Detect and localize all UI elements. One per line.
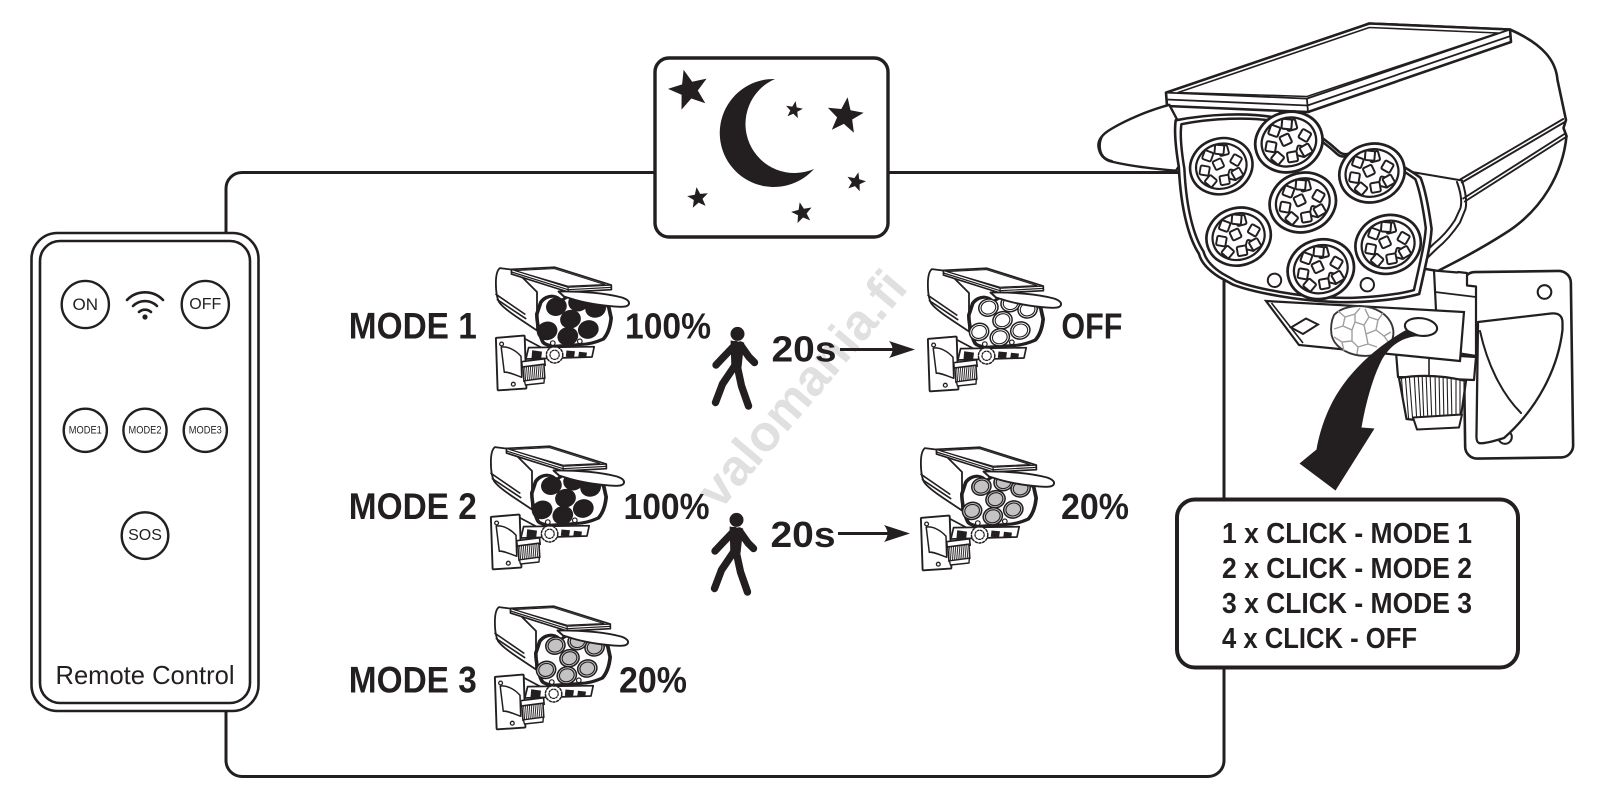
svg-text:MODE 3: MODE 3	[349, 658, 477, 700]
svg-text:4 x CLICK - OFF: 4 x CLICK - OFF	[1222, 623, 1417, 655]
svg-text:ON: ON	[73, 295, 99, 314]
svg-text:OFF: OFF	[189, 296, 221, 313]
svg-text:20s: 20s	[771, 514, 836, 555]
svg-text:20%: 20%	[1061, 486, 1129, 527]
svg-text:MODE3: MODE3	[189, 424, 222, 436]
svg-text:MODE2: MODE2	[129, 424, 162, 436]
svg-text:20%: 20%	[619, 659, 687, 700]
svg-text:Remote Control: Remote Control	[56, 660, 235, 690]
svg-text:1 x CLICK - MODE 1: 1 x CLICK - MODE 1	[1222, 518, 1472, 550]
svg-text:3 x CLICK - MODE 3: 3 x CLICK - MODE 3	[1222, 588, 1472, 620]
svg-text:MODE 1: MODE 1	[349, 305, 477, 347]
svg-text:MODE1: MODE1	[69, 424, 102, 436]
svg-text:20s: 20s	[772, 329, 837, 370]
svg-text:100%: 100%	[625, 306, 711, 347]
svg-text:OFF: OFF	[1061, 306, 1122, 347]
svg-text:2 x CLICK - MODE 2: 2 x CLICK - MODE 2	[1222, 553, 1472, 585]
svg-text:100%: 100%	[624, 486, 710, 527]
svg-text:SOS: SOS	[128, 527, 162, 544]
svg-text:MODE 2: MODE 2	[349, 485, 477, 527]
